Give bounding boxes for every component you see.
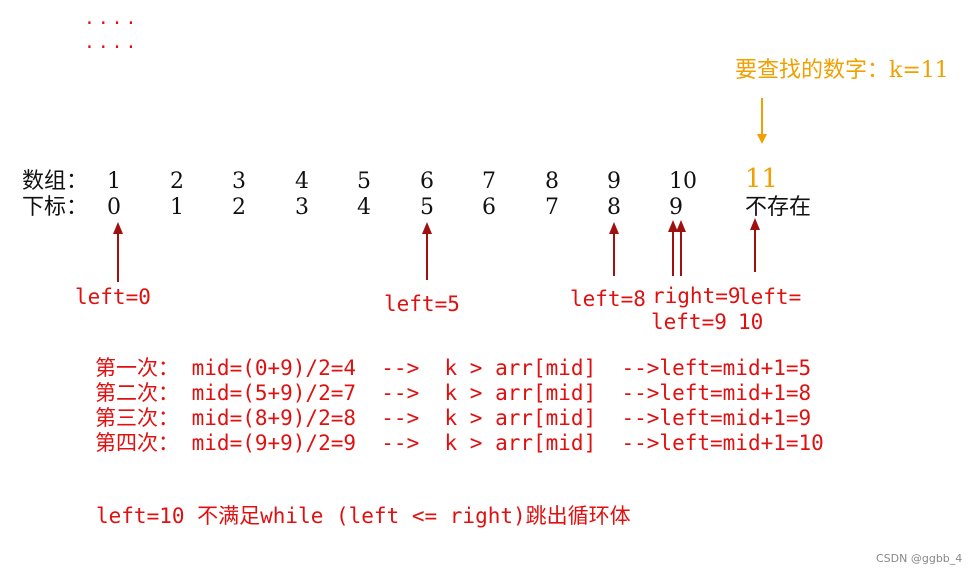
left8-arrowhead — [609, 222, 619, 234]
conclusion-text: left=10 不满足while (left <= right)跳出循环体 — [96, 504, 631, 528]
target-value: 11 — [745, 164, 779, 194]
array-value: 10 — [669, 169, 697, 194]
step-line: 第一次： mid=(0+9)/2=4 --> k > arr[mid] -->l… — [95, 356, 812, 380]
pointer-label-left0: left=0 — [75, 285, 151, 309]
array-row-label: 数组： — [22, 169, 89, 194]
not-exist-label: 不存在 — [745, 195, 812, 220]
pointer-label-right9: right=9 — [652, 284, 741, 308]
right9-arrowhead — [668, 220, 678, 232]
pointer-label-left10-line1: left= — [738, 285, 802, 309]
step-line: 第三次： mid=(8+9)/2=8 --> k > arr[mid] -->l… — [95, 406, 812, 430]
red-dots-row-1: .... — [84, 8, 140, 29]
array-value: 1 — [107, 169, 121, 194]
index-value: 0 — [107, 195, 121, 220]
step-line: 第二次： mid=(5+9)/2=7 --> k > arr[mid] -->l… — [95, 381, 812, 405]
array-value: 9 — [607, 169, 621, 194]
index-value: 3 — [295, 195, 309, 220]
step-line: 第四次： mid=(9+9)/2=9 --> k > arr[mid] -->l… — [95, 431, 824, 455]
index-value: 4 — [357, 195, 371, 220]
array-value: 6 — [420, 169, 434, 194]
index-value: 5 — [420, 195, 434, 220]
array-value: 5 — [357, 169, 371, 194]
watermark: CSDN @ggbb_4 — [876, 552, 963, 565]
index-value: 7 — [545, 195, 559, 220]
pointer-label-left9: left=9 — [651, 310, 727, 334]
red-dots-row-2: .... — [84, 32, 140, 53]
array-value: 3 — [232, 169, 246, 194]
array-value: 4 — [295, 169, 309, 194]
left0-arrowhead — [113, 222, 123, 234]
index-value: 9 — [669, 195, 683, 220]
index-row-label: 下标： — [22, 195, 89, 220]
pointer-label-left8: left=8 — [570, 287, 646, 311]
index-value: 2 — [232, 195, 246, 220]
index-value: 8 — [607, 195, 621, 220]
left10-arrowhead — [750, 218, 760, 230]
left9-arrowhead — [676, 220, 686, 232]
index-value: 6 — [482, 195, 496, 220]
array-value: 8 — [545, 169, 559, 194]
pointer-label-left5: left=5 — [384, 292, 460, 316]
array-value: 2 — [170, 169, 184, 194]
index-value: 1 — [170, 195, 184, 220]
target-label: 要查找的数字：k=11 — [735, 58, 949, 83]
left5-arrowhead — [422, 222, 432, 234]
array-value: 7 — [482, 169, 496, 194]
pointer-label-left10-line2: 10 — [738, 310, 764, 334]
